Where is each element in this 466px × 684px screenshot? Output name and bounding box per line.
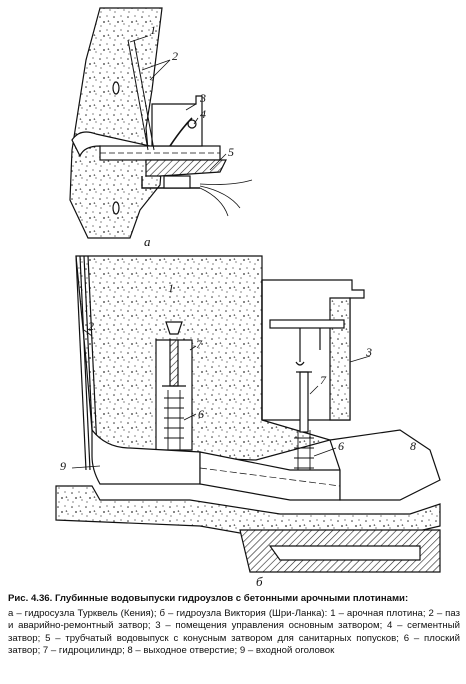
foundation-b xyxy=(55,485,441,541)
dam-outlet-drawing: 1 2 3 4 5 а xyxy=(55,7,441,589)
crane-beam xyxy=(269,319,345,329)
callout-a-1: 1 xyxy=(150,23,156,37)
caption-title: Рис. 4.36. Глубинные водовыпуски гидроуз… xyxy=(8,593,409,604)
sublabel-a: а xyxy=(144,234,151,249)
dam-b-gate-slot xyxy=(75,255,87,471)
cylinder-house xyxy=(299,371,309,433)
dam-b-house-wall xyxy=(329,297,351,421)
caption-body: а – гидросузла Турквель (Кения); б – гид… xyxy=(8,608,460,656)
shaft-b xyxy=(155,339,193,451)
plane-gate-left xyxy=(164,390,184,450)
outlet-b xyxy=(329,429,441,501)
drawing-b xyxy=(55,255,441,573)
conduit-b xyxy=(199,451,341,501)
crane-hook-b xyxy=(165,321,183,335)
callout-a-4: 4 xyxy=(200,107,206,121)
callout-b-7-shaft: 7 xyxy=(196,337,203,351)
drawing-a xyxy=(69,7,253,239)
callout-b-2: 2 xyxy=(88,319,94,333)
callout-b-3: 3 xyxy=(365,345,372,359)
callout-a-5: 5 xyxy=(228,145,234,159)
callout-b-8: 8 xyxy=(410,439,416,453)
callout-b-6-house: 6 xyxy=(338,439,344,453)
cylinder-shaft xyxy=(169,339,179,387)
sublabel-b: б xyxy=(256,574,263,589)
callout-b-6-shaft: 6 xyxy=(198,407,204,421)
callout-b-9: 9 xyxy=(60,459,66,473)
callout-b-7-house: 7 xyxy=(320,373,327,387)
dam-a-slab xyxy=(145,159,227,177)
callout-a-3: 3 xyxy=(199,91,206,105)
callout-a-2: 2 xyxy=(172,49,178,63)
callout-b-1: 1 xyxy=(168,281,174,295)
figure-caption: Рис. 4.36. Глубинные водовыпуски гидроуз… xyxy=(8,593,460,657)
